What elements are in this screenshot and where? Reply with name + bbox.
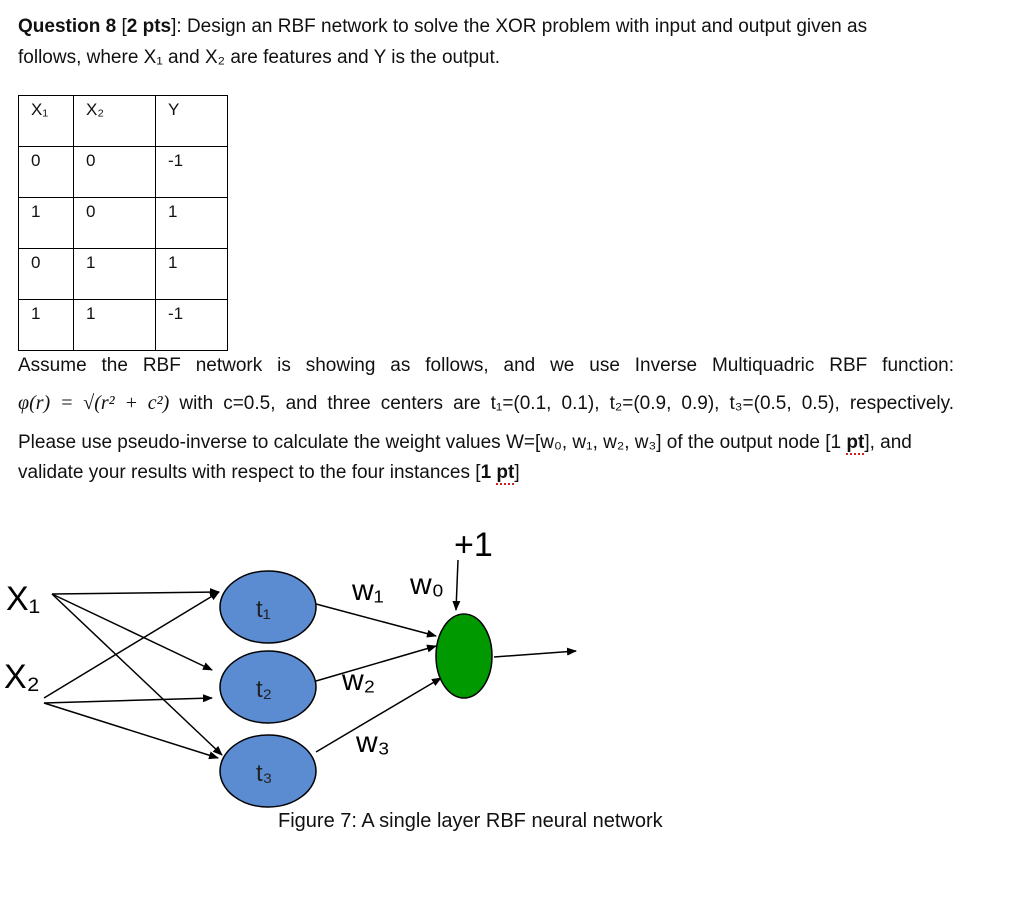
bias-connection	[452, 559, 461, 611]
paragraph-line-1: Assume the RBF network is showing as fol…	[18, 355, 954, 376]
question-number: Question 8	[18, 16, 117, 37]
question-points-open: [	[116, 16, 127, 37]
connection-t3-output	[315, 677, 442, 753]
table-cell: 1	[73, 248, 156, 300]
table-row: 1 1 -1	[18, 299, 228, 351]
question-title-text: : Design an RBF network to solve the XOR…	[176, 16, 868, 37]
input-connections	[43, 588, 223, 760]
weight-w1-label: w₁	[351, 574, 384, 607]
connection-x2-t1	[43, 591, 220, 699]
table-header-row: X₁ X₂ Y	[18, 95, 228, 147]
center-t1-label: t₁	[256, 596, 271, 623]
connection-x1-t1	[51, 588, 220, 597]
hidden-node-t1	[219, 570, 317, 644]
table-row: 1 0 1	[18, 197, 228, 249]
table-cell: 1	[155, 197, 228, 249]
table-cell: 0	[73, 197, 156, 249]
weight-w3-label: w₃	[355, 726, 390, 759]
question-title: Question 8 [2 pts]: Design an RBF networ…	[18, 11, 867, 42]
hidden-node-t3	[219, 734, 317, 808]
hidden-node-t2	[219, 650, 317, 724]
table-cell: 0	[18, 146, 74, 198]
table-cell: 1	[18, 197, 74, 249]
rbf-formula: φ(r) = √(r² + c²)	[18, 392, 170, 414]
table-cell: -1	[155, 146, 228, 198]
paragraph-line-3: Please use pseudo-inverse to calculate t…	[18, 432, 954, 455]
connection-x2-t3	[43, 702, 219, 760]
connection-t1-output	[315, 603, 437, 638]
points-value: 1	[480, 462, 497, 483]
paragraph-line-3-text: Please use pseudo-inverse to calculate t…	[18, 432, 847, 453]
header-x2: X₂	[73, 95, 156, 147]
table-cell: 1	[18, 299, 74, 351]
table-cell: 1	[155, 248, 228, 300]
bias-input-label: +1	[454, 526, 493, 564]
paragraph-line-4-end: ]	[514, 462, 520, 483]
center-t2-label: t₂	[256, 676, 272, 703]
table-cell: -1	[155, 299, 228, 351]
header-x1: X₁	[18, 95, 74, 147]
weight-w2-label: w₂	[341, 664, 375, 697]
paragraph-line-2: φ(r) = √(r² + c²) with c=0.5, and three …	[18, 392, 954, 415]
input-x1-label: X₁	[6, 580, 40, 618]
paragraph-line-4-text: validate your results with respect to th…	[18, 462, 481, 483]
table-cell: 0	[18, 248, 74, 300]
table-cell: 0	[73, 146, 156, 198]
question-line-2: follows, where X₁ and X₂ are features an…	[18, 47, 501, 68]
points-label: pt	[496, 462, 515, 485]
connection-x2-t2	[43, 694, 213, 704]
output-node	[435, 613, 493, 699]
header-y: Y	[155, 95, 228, 147]
question-points-close: ]	[171, 16, 177, 37]
question-points: 2 pts	[126, 16, 172, 37]
table-cell: 1	[73, 299, 156, 351]
input-x2-label: X₂	[4, 658, 40, 696]
connection-x1-t3	[51, 593, 223, 756]
hidden-connections	[315, 559, 577, 753]
table-row: 0 0 -1	[18, 146, 228, 198]
figure-caption: Figure 7: A single layer RBF neural netw…	[278, 810, 663, 832]
connection-x1-t2	[51, 593, 213, 671]
paragraph-line-3-end: ], and	[864, 432, 912, 453]
rbf-network-diagram: X₁ X₂ t₁ t₂ t₃ w₁ w₀ +1 w₂ w₃	[4, 526, 577, 808]
center-t3-label: t₃	[256, 760, 272, 787]
xor-table: X₁ X₂ Y 0 0 -1 1 0 1 0 1 1 1 1 -1	[18, 95, 228, 351]
paragraph-line-4: validate your results with respect to th…	[18, 462, 954, 485]
table-row: 0 1 1	[18, 248, 228, 300]
points-label: pt	[846, 432, 865, 455]
paragraph-line-2-text: with c=0.5, and three centers are t₁=(0.…	[169, 393, 954, 414]
connection-t2-output	[315, 644, 437, 682]
weight-w0-label: w₀	[409, 568, 444, 601]
output-arrow	[493, 647, 577, 658]
